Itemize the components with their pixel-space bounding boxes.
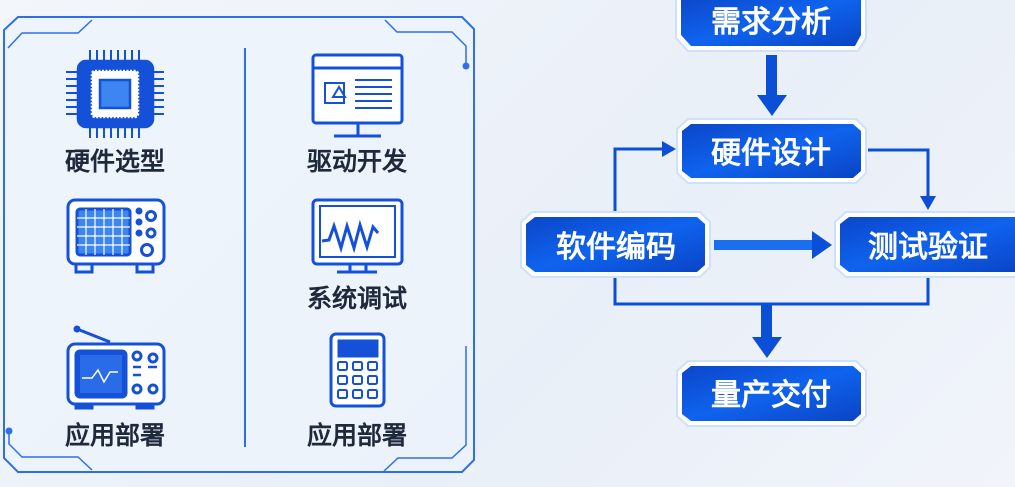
node-testing: 测试验证 (834, 211, 1015, 278)
arrow-to-production (752, 337, 782, 358)
label-application-deploy-right: 应用部署 (307, 421, 407, 450)
chip-icon (66, 50, 164, 138)
svg-text:测试验证: 测试验证 (868, 230, 988, 265)
svg-text:需求分析: 需求分析 (711, 5, 831, 40)
label-hardware-selection: 硬件选型 (65, 147, 165, 176)
flow-connectors (613, 55, 936, 358)
label-system-debug: 系统调试 (307, 284, 407, 313)
node-requirements: 需求分析 (675, 0, 867, 52)
svg-text:软件编码: 软件编码 (556, 230, 676, 265)
arrow-software-to-testing (812, 231, 832, 259)
svg-text:硬件设计: 硬件设计 (711, 136, 831, 171)
node-software-coding: 软件编码 (520, 211, 711, 278)
node-production: 量产交付 (676, 360, 867, 427)
arrow-requirements-to-hardware (757, 95, 787, 116)
calculator-icon (329, 332, 386, 408)
waveform-monitor-icon (311, 198, 404, 274)
node-hardware-design: 硬件设计 (676, 118, 867, 184)
radio-device-icon (66, 325, 166, 410)
svg-text:量产交付: 量产交付 (711, 378, 831, 413)
oscilloscope-icon (66, 198, 166, 274)
label-driver-development: 驱动开发 (307, 147, 407, 176)
monitor-code-icon (311, 53, 404, 138)
label-application-deploy-left: 应用部署 (65, 421, 165, 450)
